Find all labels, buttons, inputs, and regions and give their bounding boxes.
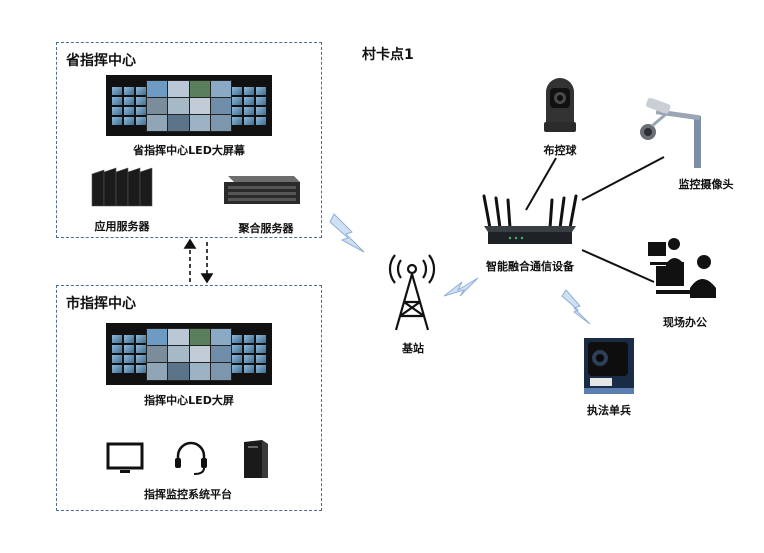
base-station-icon xyxy=(388,254,436,331)
gateway-device-label: 智能融合通信设备 xyxy=(486,260,574,273)
app-server-label: 应用服务器 xyxy=(94,220,150,233)
aggregation-server-label: 聚合服务器 xyxy=(238,222,294,235)
provincial-center-title: 省指挥中心 xyxy=(66,53,136,69)
center-link-arrows xyxy=(183,238,214,284)
surveillance-camera-icon xyxy=(640,98,701,168)
link-gateway-camera xyxy=(581,156,665,201)
link-gateway-office xyxy=(581,249,655,283)
field-office-icon xyxy=(648,238,716,298)
surveillance-camera-label: 监控摄像头 xyxy=(678,178,734,191)
ptz-camera-label: 布控球 xyxy=(543,144,577,157)
law-enforcement-label: 执法单兵 xyxy=(587,404,631,417)
link-gateway-ptz xyxy=(525,157,557,211)
app-server-icon xyxy=(91,167,153,207)
city-led-label: 指挥中心LED大屏 xyxy=(144,394,234,407)
gateway-device-icon xyxy=(482,194,578,244)
headset-icon xyxy=(175,441,207,475)
aggregation-server-icon xyxy=(224,176,300,204)
law-enforcement-icon xyxy=(584,338,634,394)
base-station-label: 基站 xyxy=(402,342,424,355)
village-point-title: 村卡点1 xyxy=(362,47,414,63)
provincial-led-wall xyxy=(106,75,272,136)
workstation-icon xyxy=(244,440,268,478)
monitor-icon xyxy=(106,442,144,473)
platform-label: 指挥监控系统平台 xyxy=(144,488,232,501)
lightning-icon xyxy=(329,213,591,325)
city-center-box xyxy=(56,285,322,511)
ptz-camera-icon xyxy=(544,78,576,132)
city-led-wall xyxy=(106,323,272,385)
city-center-title: 市指挥中心 xyxy=(66,296,136,312)
field-office-label: 现场办公 xyxy=(663,316,707,329)
provincial-led-label: 省指挥中心LED大屏幕 xyxy=(133,144,245,157)
provincial-center-box xyxy=(56,42,322,238)
